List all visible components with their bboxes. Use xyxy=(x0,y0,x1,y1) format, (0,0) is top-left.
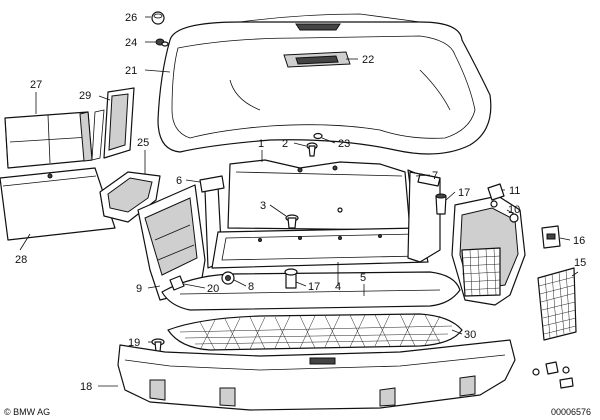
callout-3: 3 xyxy=(260,200,266,212)
clip-6 xyxy=(199,175,225,193)
callout-5: 5 xyxy=(360,272,366,284)
clip-20 xyxy=(169,275,185,291)
callout-25: 25 xyxy=(137,137,149,149)
storage-tray-25 xyxy=(99,171,161,223)
callout-1: 1 xyxy=(258,138,264,150)
right-side-panel-10 xyxy=(451,195,526,306)
small-hardware-right xyxy=(532,361,574,389)
callout-24: 24 xyxy=(125,37,137,49)
fastener-11 xyxy=(487,183,505,208)
callout-29: 29 xyxy=(79,90,91,102)
cargo-net-15 xyxy=(537,267,577,341)
callout-9: 9 xyxy=(136,283,142,295)
callout-10: 10 xyxy=(508,204,520,216)
callout-6: 6 xyxy=(176,175,182,187)
callout-18: 18 xyxy=(80,381,92,393)
clip-fastener-26 xyxy=(151,11,165,25)
floor-board-27 xyxy=(4,111,93,169)
callout-2: 2 xyxy=(282,138,288,150)
right-side-trim-7 xyxy=(407,171,441,263)
callout-15: 15 xyxy=(574,257,586,269)
callout-22: 22 xyxy=(362,54,374,66)
callout-28: 28 xyxy=(15,254,27,266)
fastener-17-upper xyxy=(435,193,447,215)
leader-lines xyxy=(19,16,579,387)
fastener-3 xyxy=(285,214,299,229)
callout-8: 8 xyxy=(248,281,254,293)
callout-4: 4 xyxy=(335,281,341,293)
clip-8 xyxy=(221,271,235,285)
callout-labels: 26 24 21 22 27 29 25 1 2 23 6 3 7 17 11 … xyxy=(15,12,586,393)
floor-mat-28 xyxy=(0,167,116,241)
callout-23: 23 xyxy=(338,138,350,150)
bulkhead-trim-1 xyxy=(227,159,411,231)
callout-7: 7 xyxy=(432,170,438,182)
diagram-number: 00006576 xyxy=(551,407,591,417)
callout-19: 19 xyxy=(128,337,140,349)
clip-fastener-24 xyxy=(155,38,169,47)
callout-16: 16 xyxy=(573,235,585,247)
callout-27: 27 xyxy=(30,79,42,91)
fastener-23 xyxy=(313,132,323,140)
side-trim-29 xyxy=(91,87,135,161)
callout-11: 11 xyxy=(509,185,520,197)
copyright-footer: © BMW AG xyxy=(4,407,50,417)
bracket-16 xyxy=(541,225,561,249)
callout-30: 30 xyxy=(464,329,476,341)
rear-trim-panel-18 xyxy=(117,339,516,411)
trunk-lid-trim-panel xyxy=(157,13,492,155)
fastener-2 xyxy=(306,142,318,157)
cargo-net-30 xyxy=(167,313,463,351)
callout-20: 20 xyxy=(207,283,219,295)
fastener-17-lower xyxy=(284,268,298,289)
callout-17-upper: 17 xyxy=(458,187,470,199)
callout-21: 21 xyxy=(125,65,137,77)
side-net-10 xyxy=(461,247,501,297)
callout-26: 26 xyxy=(125,12,137,24)
callout-17-lower: 17 xyxy=(308,281,320,293)
